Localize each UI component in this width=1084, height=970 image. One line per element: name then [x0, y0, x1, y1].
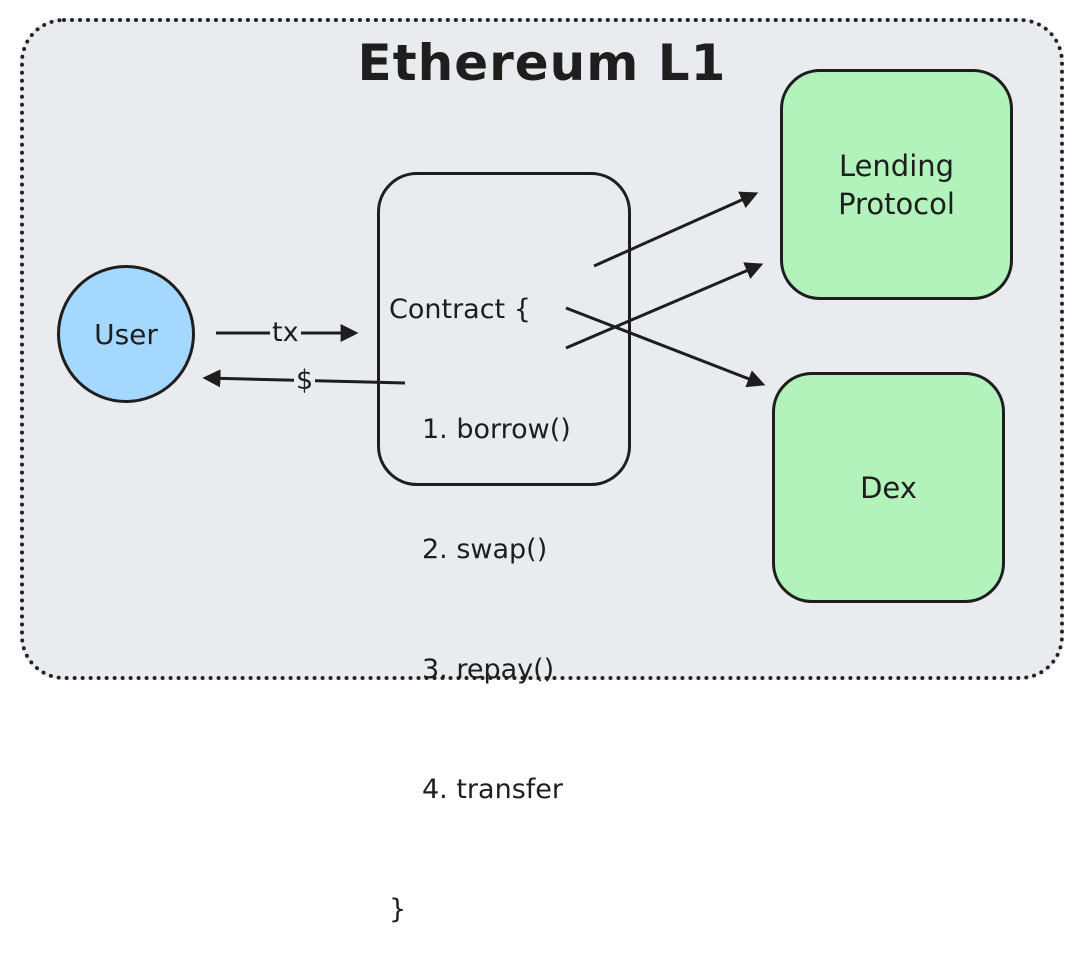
contract-line-swap: 2. swap() — [422, 534, 548, 565]
lending-protocol-label: Lending Protocol — [838, 148, 955, 221]
user-node: User — [57, 265, 195, 403]
dex-label: Dex — [860, 470, 917, 505]
dex-node: Dex — [772, 372, 1005, 603]
contract-footer: } — [389, 894, 407, 925]
dollar-edge-label: $ — [294, 365, 316, 396]
contract-line-transfer: 4. transfer — [422, 774, 563, 805]
contract-box — [377, 172, 631, 486]
swap-arrow — [565, 306, 766, 388]
borrow-arrow — [593, 191, 759, 268]
user-node-label: User — [94, 317, 158, 351]
contract-line-borrow: 1. borrow() — [422, 414, 571, 445]
arrows-layer — [202, 191, 766, 388]
contract-header: Contract { — [389, 294, 531, 325]
contract-line-repay: 3. repay() — [422, 654, 555, 685]
lending-protocol-node: Lending Protocol — [780, 69, 1013, 300]
diagram-title: Ethereum L1 — [357, 34, 727, 92]
tx-edge-label: tx — [270, 317, 301, 348]
repay-arrow — [565, 262, 764, 350]
